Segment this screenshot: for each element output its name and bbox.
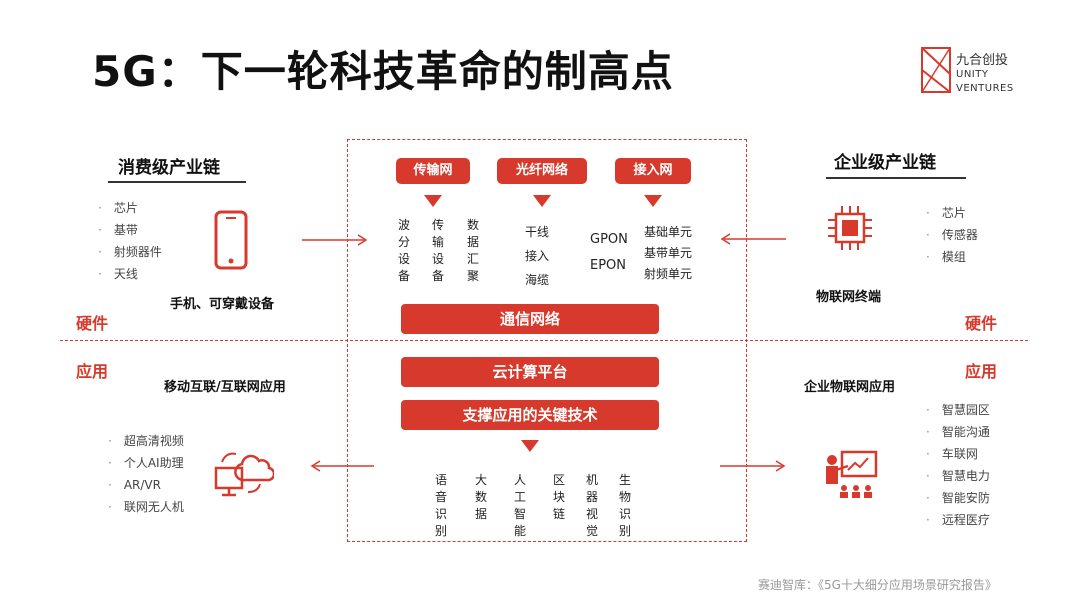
logo-cn: 九合创投 <box>956 53 1009 68</box>
arrow-right-icon <box>302 234 368 246</box>
list-item: 超高清视频 <box>108 430 184 452</box>
left-app-caption: 移动互联/互联网应用 <box>164 380 286 395</box>
list-item: 智能安防 <box>926 487 990 509</box>
list-item: 个人AI助理 <box>108 452 184 474</box>
tech-item: 语音识别 <box>434 473 447 538</box>
access-item: GPON <box>590 232 628 247</box>
tag-access-network: 接入网 <box>615 158 691 184</box>
tag-transport-network: 传输网 <box>396 158 470 184</box>
tag-fiber-network: 光纤网络 <box>497 158 587 184</box>
left-hw-list: 芯片 基带 射频器件 天线 <box>98 197 162 285</box>
right-heading-underline <box>826 177 966 179</box>
transport-item: 数据汇聚 <box>466 218 479 283</box>
transport-item: 波分设备 <box>397 218 410 283</box>
down-triangle-icon <box>521 440 539 452</box>
list-item: 智慧电力 <box>926 465 990 487</box>
left-heading-underline <box>108 181 246 183</box>
list-item: 联网无人机 <box>108 496 184 518</box>
down-triangle-icon <box>424 195 442 207</box>
chip-icon <box>828 206 872 250</box>
right-hw-list: 芯片 传感器 模组 <box>926 202 978 268</box>
tech-item: 区块链 <box>552 473 565 521</box>
smartphone-icon <box>214 210 248 270</box>
logo-text: 九合创投 UNITY VENTURES <box>956 54 1014 96</box>
left-app-label: 应用 <box>76 362 109 381</box>
access-right-list: 基础单元 基带单元 射频单元 <box>644 222 692 285</box>
left-heading: 消费级产业链 <box>118 158 220 178</box>
arrow-left-icon <box>720 233 786 245</box>
right-heading: 企业级产业链 <box>834 153 936 173</box>
list-item: 模组 <box>926 246 978 268</box>
center-dashed-box <box>347 139 747 542</box>
right-app-label: 应用 <box>965 362 998 381</box>
list-item: AR/VR <box>108 474 184 496</box>
transport-item: 传输设备 <box>431 218 444 283</box>
tech-item: 机器视觉 <box>585 473 598 538</box>
left-app-list: 超高清视频 个人AI助理 AR/VR 联网无人机 <box>108 430 184 518</box>
unity-ventures-logo-icon <box>921 47 951 93</box>
source-note: 赛迪智库：《5G十大细分应用场景研究报告》 <box>758 578 997 592</box>
logo-en1: UNITY <box>956 69 989 80</box>
fiber-item: 干线 <box>525 225 550 239</box>
list-item: 传感器 <box>926 224 978 246</box>
right-app-caption: 企业物联网应用 <box>804 380 896 395</box>
left-hw-label: 硬件 <box>76 314 109 333</box>
fiber-list: 干线 接入 海缆 <box>525 220 549 292</box>
access-item: 基带单元 <box>644 246 693 260</box>
page-title: 5G：下一轮科技革命的制高点 <box>92 47 674 96</box>
arrow-right-icon <box>720 460 786 472</box>
bar-key-technologies: 支撑应用的关键技术 <box>401 400 659 430</box>
list-item: 基带 <box>98 219 162 241</box>
down-triangle-icon <box>533 195 551 207</box>
right-hw-caption: 物联网终端 <box>816 290 882 305</box>
arrow-left-icon <box>310 460 374 472</box>
fiber-item: 海缆 <box>525 273 550 287</box>
access-item: 射频单元 <box>644 267 693 281</box>
right-app-list: 智慧园区 智能沟通 车联网 智慧电力 智能安防 远程医疗 <box>926 399 990 531</box>
cloud-computer-icon <box>214 452 274 497</box>
access-item: EPON <box>590 258 627 273</box>
hardware-application-divider <box>60 340 1028 341</box>
tech-item: 人工智能 <box>513 473 526 538</box>
bar-cloud-platform: 云计算平台 <box>401 357 659 387</box>
list-item: 射频器件 <box>98 241 162 263</box>
list-item: 智慧园区 <box>926 399 990 421</box>
logo-en2: VENTURES <box>956 83 1014 94</box>
list-item: 智能沟通 <box>926 421 990 443</box>
access-item: 基础单元 <box>644 225 693 239</box>
tech-item: 生物识别 <box>618 473 631 538</box>
right-hw-label: 硬件 <box>965 314 998 333</box>
left-hw-caption: 手机、可穿戴设备 <box>170 297 275 312</box>
list-item: 芯片 <box>98 197 162 219</box>
list-item: 远程医疗 <box>926 509 990 531</box>
presentation-icon <box>826 450 878 498</box>
list-item: 芯片 <box>926 202 978 224</box>
bar-communication-network: 通信网络 <box>401 304 659 334</box>
tech-item: 大数据 <box>474 473 487 521</box>
down-triangle-icon <box>644 195 662 207</box>
fiber-item: 接入 <box>525 249 550 263</box>
list-item: 车联网 <box>926 443 990 465</box>
access-left-list: GPON EPON <box>590 227 628 279</box>
list-item: 天线 <box>98 263 162 285</box>
